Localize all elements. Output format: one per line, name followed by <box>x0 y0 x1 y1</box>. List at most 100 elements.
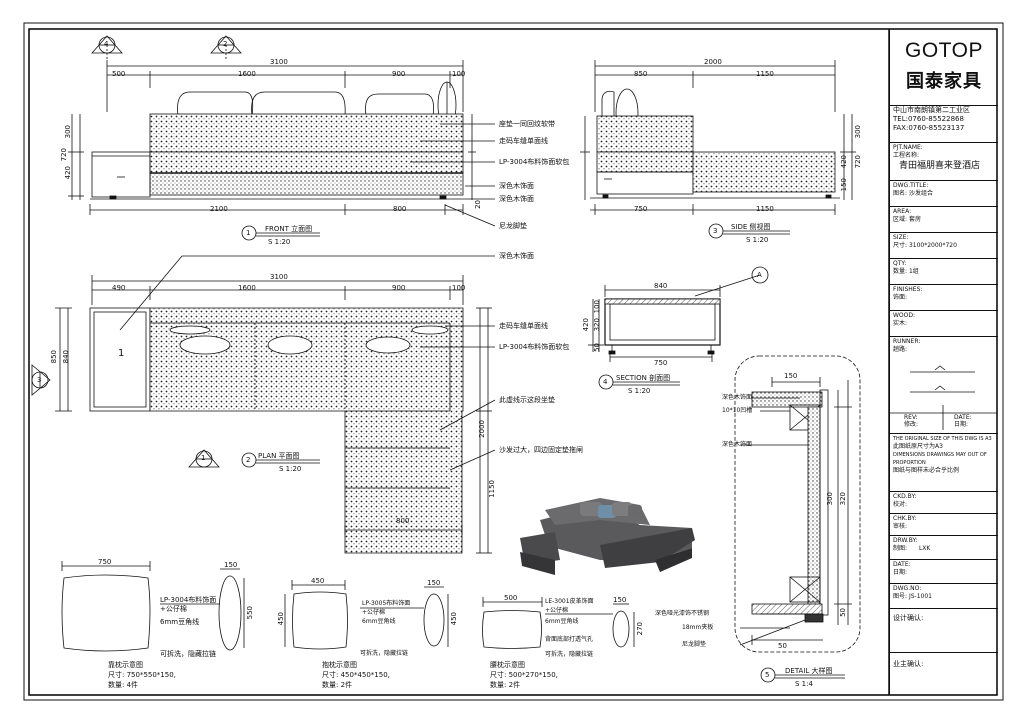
section-marker-2 <box>210 35 242 54</box>
marker-2-number: 2 <box>223 40 228 48</box>
wood-label-cn: 实木: <box>893 320 908 327</box>
pillow2-qty: 数量: 2件 <box>322 681 353 689</box>
drawing-title-label-cn: 图名: <box>893 190 908 197</box>
pillow2-dim-450-right: 450 <box>450 612 458 626</box>
inner-border <box>28 28 998 696</box>
rev-date-label-cn: 日期: <box>954 421 969 428</box>
side-dim-850: 850 <box>634 70 648 78</box>
pillow3-qty: 数量: 2件 <box>490 681 521 689</box>
section-view-scale: S 1:20 <box>628 387 651 395</box>
section-dim-50: 50 <box>593 343 601 352</box>
section-marker-1 <box>188 449 220 468</box>
finishes-label-en: FINISHES: <box>893 286 923 293</box>
drawn-label-cn: 制图: <box>893 545 908 552</box>
section-dim-320: 320 <box>593 318 601 332</box>
plan-callout-stitch: 走码车缝单面线 <box>499 322 548 330</box>
pillow1-name: 靠枕示意图 <box>108 661 143 669</box>
side-dim-720: 720 <box>854 155 862 169</box>
approved-label-en: CHK.BY: <box>893 515 917 522</box>
pillow2-zip: 可拆洗，隐藏拉链 <box>360 650 409 657</box>
note-cn: 此图纸原尺寸为A3 <box>893 443 943 450</box>
qty-label-en: QTY: <box>893 260 907 267</box>
pillow3-zip: 可拆洗，隐藏拉链 <box>545 651 594 658</box>
pillow1-dim-550: 550 <box>246 606 254 620</box>
drawing-number: JS-1001 <box>908 593 932 600</box>
brand-box: GOTOP 国泰家具 <box>890 29 998 106</box>
plan-callout-wood: 深色木饰面 <box>499 252 534 260</box>
section-dim-750: 750 <box>654 359 668 367</box>
size-value: 3100*2000*720 <box>908 242 957 249</box>
project-label-en: PJT.NAME: <box>893 144 923 151</box>
section-view <box>588 266 769 390</box>
plan-callout-fabric: LP-3004布料饰面软包 <box>499 343 570 351</box>
pillow3-dim-150: 150 <box>613 596 627 604</box>
pillow1-zip: 可拆洗，隐藏拉链 <box>160 650 216 658</box>
detail-dim-320: 320 <box>839 492 847 506</box>
finishes-cell: FINISHES: 饰面: <box>890 285 998 311</box>
detail-callout-steel: 深色哑光漆饰不锈钢 <box>655 610 710 617</box>
detail-callout-groove: 10*10凹槽 <box>722 407 753 414</box>
plan-dim-850: 850 <box>50 350 58 364</box>
area-label-cn: 区域: <box>893 216 908 223</box>
pillow1-qty: 数量: 4件 <box>108 681 139 689</box>
plan-callout-fixing: 沙发过大，四边固定垫拖闸 <box>499 446 583 454</box>
front-total-width: 3100 <box>270 58 288 66</box>
checked-cell: CKD.BY: 校对: <box>890 492 998 514</box>
detail-view-number: 5 <box>765 671 770 679</box>
project-name-cell: PJT.NAME: 工程名称: 青田福朋喜来登酒店 <box>890 143 998 181</box>
section-view-title: SECTION 剖面图 <box>616 374 671 382</box>
plan-view-scale: S 1:20 <box>279 465 302 473</box>
pillow3-dim-270: 270 <box>636 622 644 636</box>
rev-cell-cn: 修改: 日期: <box>890 420 998 434</box>
date-label-en: DATE: <box>893 561 911 568</box>
front-view-title: FRONT 立面图 <box>265 225 313 233</box>
note2-cn: 图纸与图样未必合乎比例 <box>893 467 960 474</box>
detail-view-title: DETAIL 大样图 <box>785 667 833 675</box>
detail-view <box>734 355 861 683</box>
drawn-by: LXK <box>918 545 931 552</box>
side-dim-150: 150 <box>840 178 848 192</box>
plan-dim-2000: 2000 <box>478 420 486 438</box>
pillow1-material-fill: +公仔棉 <box>160 605 187 613</box>
pillow1-material: LP-3004布料饰面 <box>160 596 217 604</box>
front-dim-720: 720 <box>60 148 68 162</box>
wood-cell: WOOD: 实木: <box>890 311 998 337</box>
area-cell: AREA: 区域: 套房 <box>890 207 998 233</box>
front-dim-420: 420 <box>64 166 72 180</box>
plan-dim-840: 840 <box>62 350 70 364</box>
side-view <box>580 60 856 239</box>
checked-label-en: CKD.BY: <box>893 493 917 500</box>
drawn-cell: DRW.BY: 制图: LXK <box>890 536 998 560</box>
plan-dim-490: 490 <box>112 284 126 292</box>
approved-cell: CHK.BY: 审核: <box>890 514 998 536</box>
side-dim-750: 750 <box>634 205 648 213</box>
pillow2-dim-450-left: 450 <box>277 612 285 626</box>
project-label-cn: 工程名称: <box>893 152 920 159</box>
pillow3-vent: 背面底部打透气孔 <box>545 636 594 643</box>
detail-dim-300: 300 <box>826 492 834 506</box>
brand-name-en: GOTOP <box>905 39 983 62</box>
front-dim-900: 900 <box>392 70 406 78</box>
pillow3-piping: 6mm豆角线 <box>545 618 579 625</box>
company-address: 中山市南朗镇第二工业区 <box>893 106 970 114</box>
note-en: THE ORIGINAL SIZE OF THIS DWG IS A3 <box>893 436 992 442</box>
drawn-label-en: DRW.BY: <box>893 537 918 544</box>
brand-name-cn: 国泰家具 <box>906 71 982 92</box>
pillow1-dim-150: 150 <box>224 561 238 569</box>
section-dim-840: 840 <box>654 282 668 290</box>
pillow1-dim-750: 750 <box>98 558 112 566</box>
front-view-scale: S 1:20 <box>268 238 291 246</box>
note2-en: DIMENSIONS DRAWINGS MAY OUT OF PROPORTIO… <box>893 452 987 466</box>
pillow2-piping: 6mm豆角线 <box>362 618 396 625</box>
design-confirm-label: 设计确认: <box>893 614 924 622</box>
qty-cell: QTY: 数量: 1组 <box>890 259 998 285</box>
detail-callout-plywood: 18mm夹板 <box>682 624 714 631</box>
front-callout-wood-1: 深色木饰面 <box>499 182 534 190</box>
front-callout-stitch: 走码车缝单面线 <box>499 137 548 145</box>
detail-dim-50-right: 50 <box>839 608 847 617</box>
front-callout-wood-2: 深色木饰面 <box>499 195 534 203</box>
front-dim-300: 300 <box>64 125 72 139</box>
plan-dim-1150: 1150 <box>488 480 496 498</box>
detail-dim-50-bottom: 50 <box>778 642 787 650</box>
